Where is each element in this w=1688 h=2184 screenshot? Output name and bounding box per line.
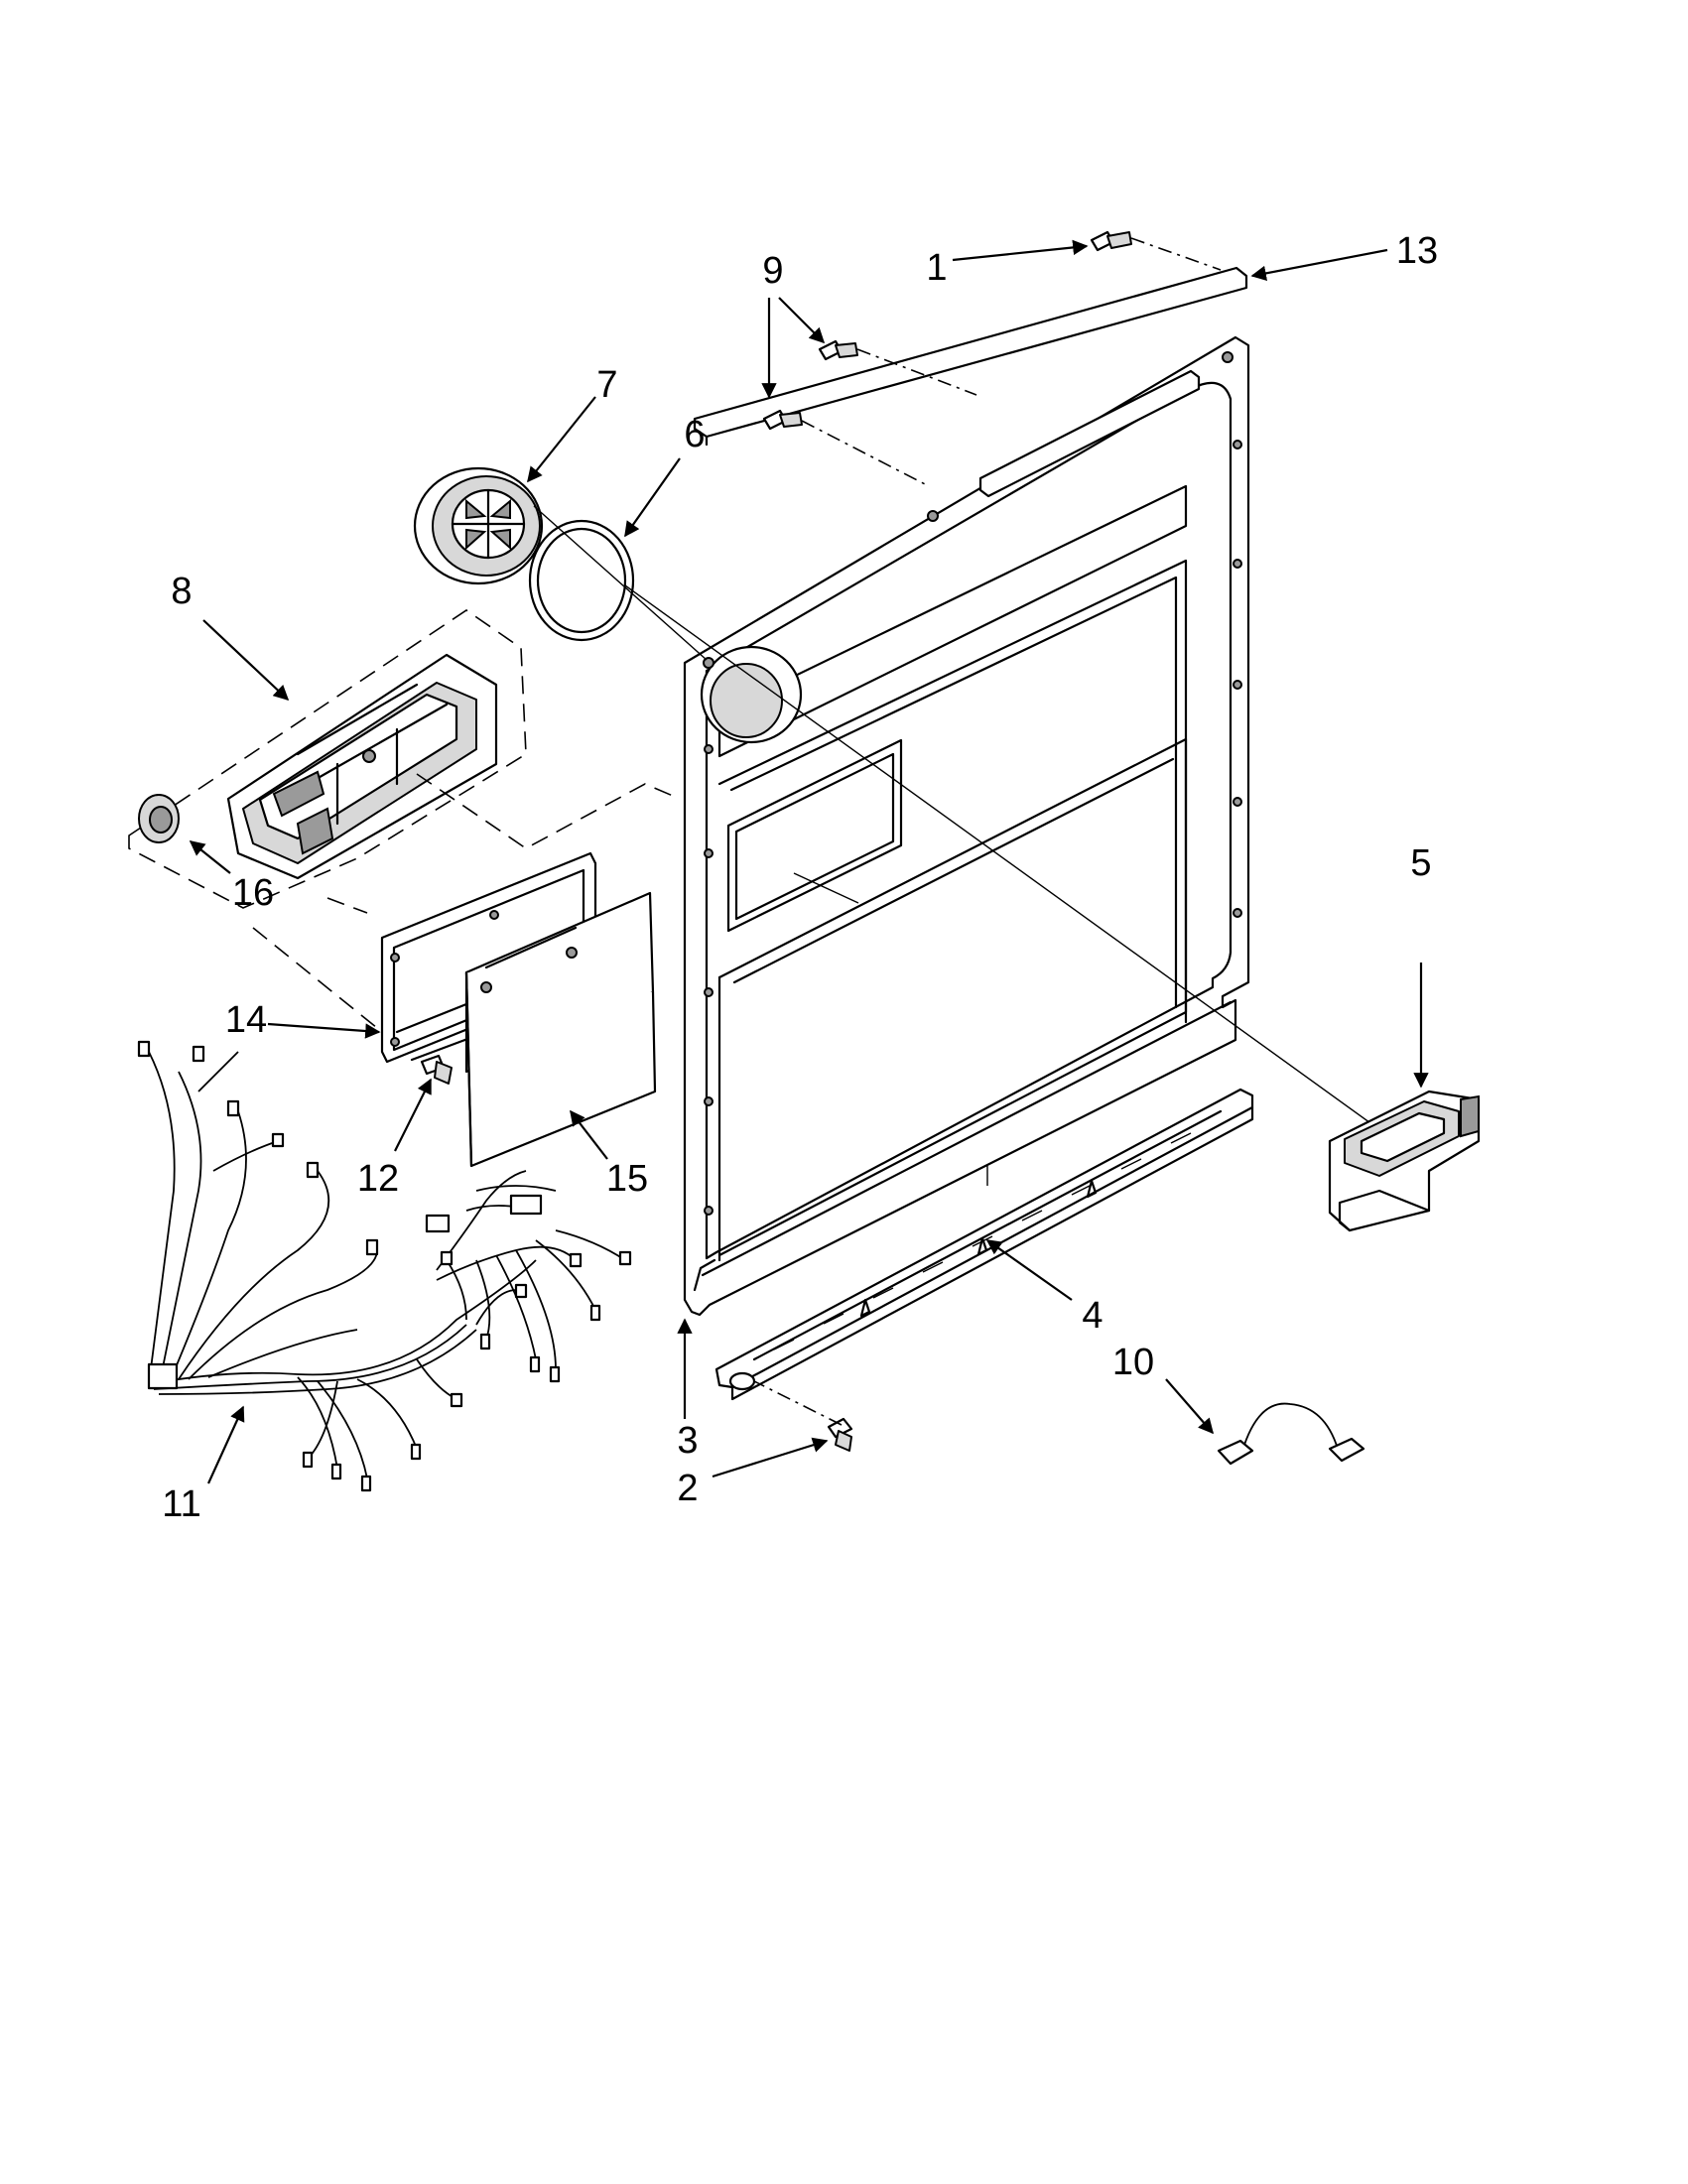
callout-2: 2 <box>677 1468 698 1509</box>
screw-part-9-b <box>762 409 930 487</box>
callout-12: 12 <box>357 1158 399 1200</box>
callout-8: 8 <box>171 571 192 612</box>
callout-15: 15 <box>606 1158 648 1200</box>
dispenser-assembly <box>128 609 527 914</box>
screw-part-12 <box>420 1054 453 1085</box>
inner-door-panel <box>683 335 1250 1317</box>
callout-3: 3 <box>677 1420 698 1462</box>
wire-harness <box>137 1040 632 1492</box>
vent-gasket <box>528 519 635 642</box>
callout-13: 13 <box>1396 230 1438 272</box>
board-shield <box>464 891 657 1168</box>
dispenser-cap <box>138 794 180 843</box>
callout-4: 4 <box>1082 1295 1103 1337</box>
vent-actuator <box>1328 1090 1481 1232</box>
callout-labels: 1 13 9 7 6 8 16 14 12 15 5 4 10 3 2 11 <box>162 230 1438 1525</box>
screw-part-9-a <box>818 339 977 396</box>
callout-6: 6 <box>684 414 705 455</box>
callout-5: 5 <box>1410 842 1431 884</box>
callout-1: 1 <box>926 247 947 289</box>
callout-10: 10 <box>1112 1342 1154 1383</box>
top-trim-strip <box>693 266 1248 498</box>
vent-cable <box>1217 1402 1365 1466</box>
leader-lines <box>189 239 1429 1484</box>
screw-part-2 <box>753 1380 853 1452</box>
callout-9: 9 <box>762 250 783 292</box>
frame-screw-holes <box>703 351 1242 1216</box>
door-bottom-strip <box>714 1088 1254 1401</box>
callout-11: 11 <box>162 1483 200 1525</box>
callout-7: 7 <box>596 364 617 406</box>
vent-cover <box>413 466 544 585</box>
callout-14: 14 <box>225 999 267 1041</box>
callout-16: 16 <box>232 872 274 914</box>
screw-part-1 <box>1090 230 1222 271</box>
harness-connectors <box>137 1040 632 1492</box>
